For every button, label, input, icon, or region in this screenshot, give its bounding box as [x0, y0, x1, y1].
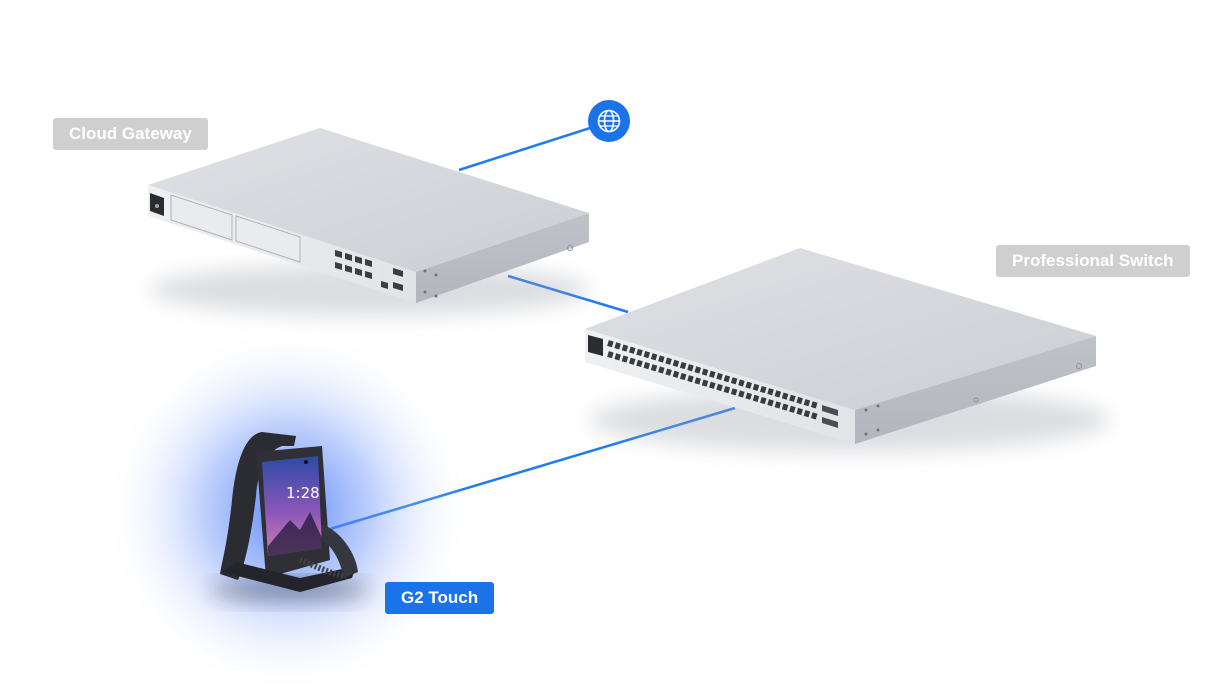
switch-console [588, 335, 603, 356]
phone-base [222, 562, 356, 592]
phone-screen-mountain [268, 512, 322, 556]
switch-side-face [855, 336, 1096, 444]
professional-switch-label: Professional Switch [996, 245, 1190, 277]
cloud-gateway-device [148, 128, 590, 316]
gateway-drive-bay-1 [170, 194, 233, 241]
switch-ethernet-ports [607, 340, 819, 420]
switch-top-face [585, 248, 1096, 410]
phone-cord [298, 557, 347, 579]
link-internet-gateway [458, 126, 591, 172]
gateway-drive-bay-2 [235, 215, 301, 263]
gateway-ethernet-ports [335, 250, 403, 291]
phone-stand [318, 524, 358, 578]
gateway-top-face [148, 128, 589, 272]
gateway-side-face [416, 213, 589, 303]
switch-sfp-ports [822, 405, 838, 428]
professional-switch-device [585, 248, 1110, 452]
g2-touch-label: G2 Touch [385, 582, 495, 614]
globe-icon [588, 100, 630, 142]
g2-touch-device: 1:28 [103, 325, 473, 695]
phone-handset [220, 432, 296, 580]
cloud-gateway-label: Cloud Gateway [53, 118, 208, 150]
phone-time: 1:28 [286, 484, 320, 502]
